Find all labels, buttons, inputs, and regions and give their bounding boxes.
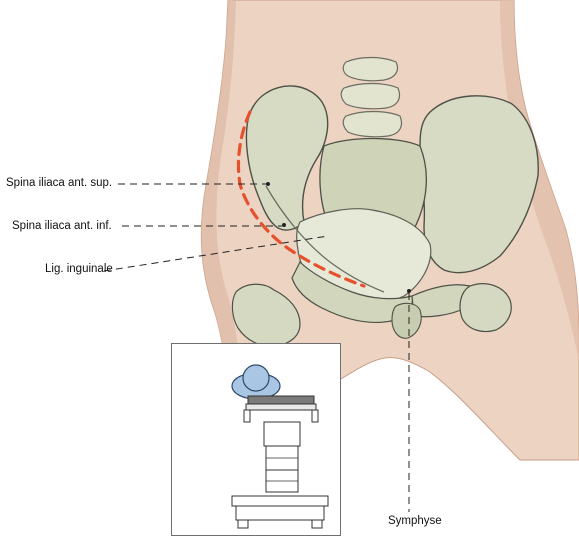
patient-position-inset (171, 343, 341, 536)
asis-point (266, 182, 270, 186)
femur-head-right (460, 284, 511, 332)
label-spina-iliaca-ant-inf: Spina iliaca ant. inf. (12, 219, 112, 233)
table-top (248, 396, 314, 404)
table-base (232, 496, 328, 506)
patient-on-operating-table-icon (172, 344, 340, 535)
label-lig-inguinale: Lig. inguinale (45, 262, 113, 276)
symphysis-point (407, 289, 411, 293)
label-spina-iliaca-ant-sup: Spina iliaca ant. sup. (6, 176, 112, 190)
table-pad (246, 404, 316, 410)
aiis-point (282, 223, 286, 227)
patient-head (243, 365, 269, 391)
table-foot-left (238, 520, 248, 528)
label-symphyse: Symphyse (388, 514, 442, 528)
table-rail-right (312, 410, 318, 422)
table-column-upper (264, 422, 300, 446)
table-foot-right (312, 520, 322, 528)
table-rail-left (244, 410, 250, 422)
lumbar-spine (341, 58, 401, 137)
table-base-lower (236, 506, 324, 520)
